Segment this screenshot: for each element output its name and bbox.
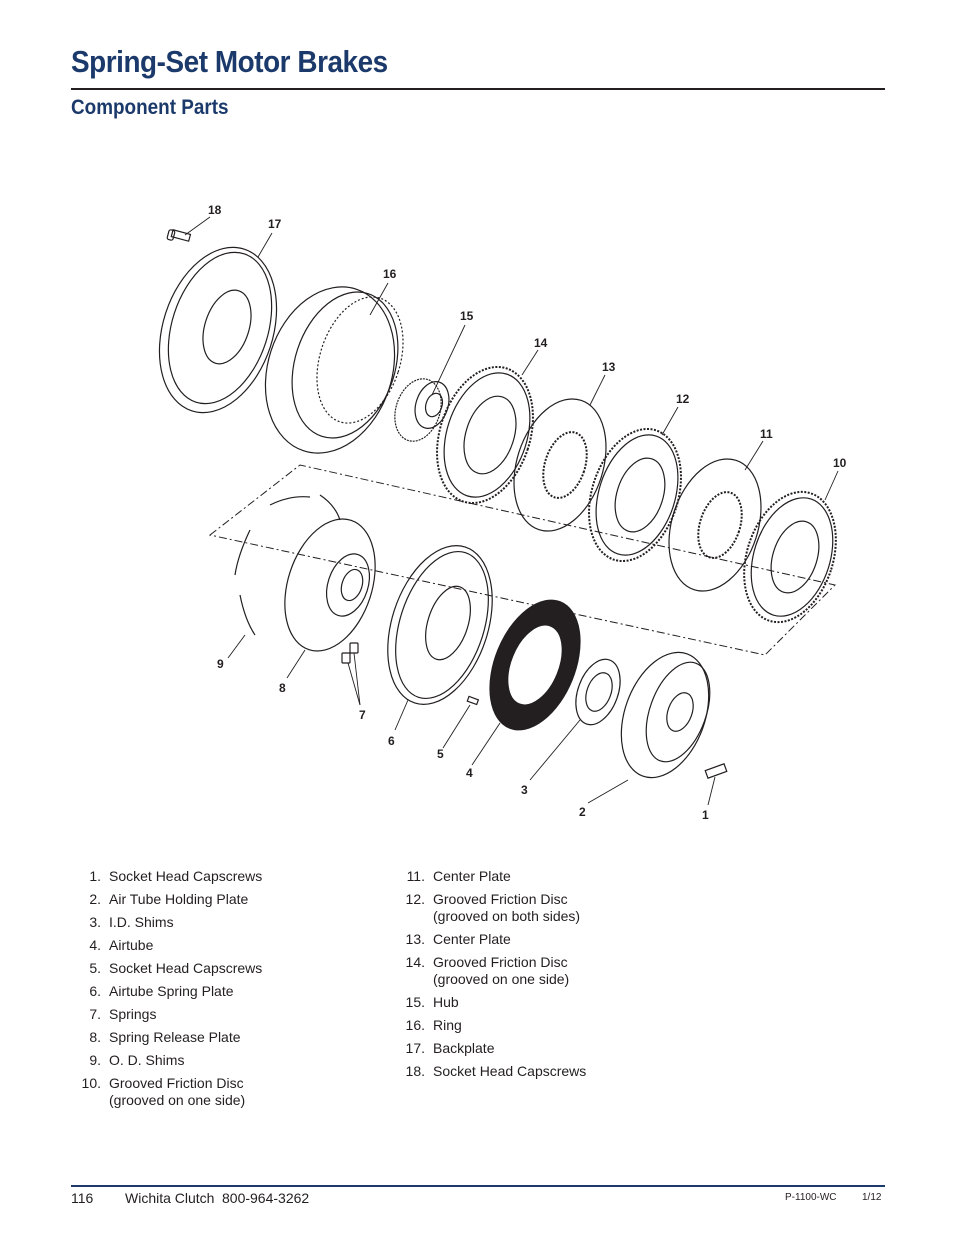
legend-item: 6.Airtube Spring Plate: [89, 983, 234, 999]
callout-1: 1: [702, 808, 709, 822]
document-date: 1/12: [862, 1192, 882, 1203]
callout-3: 3: [521, 783, 528, 797]
callout-8: 8: [279, 681, 286, 695]
callout-5: 5: [437, 747, 444, 761]
parts-legend-left: 1.Socket Head Capscrews 2.Air Tube Holdi…: [71, 868, 349, 1115]
parts-legend-right: 11.Center Plate 12.Grooved Friction Disc…: [395, 868, 673, 1086]
part-5-capscrew: [466, 695, 480, 706]
part-13-center-plate: [513, 398, 607, 532]
legend-item: 12.Grooved Friction Disc (grooved on bot…: [405, 891, 581, 924]
callout-6: 6: [388, 734, 395, 748]
callout-17: 17: [268, 217, 282, 231]
part-7-springs: [341, 642, 359, 664]
callout-11: 11: [760, 427, 773, 441]
footer-rule: [71, 1185, 885, 1187]
part-9-od-shims: [234, 494, 341, 636]
legend-item: 5.Socket Head Capscrews: [89, 960, 263, 976]
page-number: 116: [71, 1190, 94, 1206]
callout-9: 9: [217, 657, 224, 671]
callout-12: 12: [676, 392, 690, 406]
legend-item: 4.Airtube: [89, 937, 154, 953]
exploded-parts-diagram: 18 17 16 15 14 13 12 11 10 9 8 7 6 5 4 3…: [158, 203, 847, 822]
callout-labels: 18 17 16 15 14 13 12 11 10 9 8 7 6 5 4 3…: [208, 203, 847, 822]
callout-15: 15: [460, 309, 474, 323]
part-10-friction-disc: [743, 490, 837, 624]
header-rule: [71, 88, 885, 90]
part-3-id-shims: [575, 658, 621, 726]
part-18-capscrew: [166, 229, 192, 242]
part-6-airtube-spring-plate: [387, 545, 493, 705]
callout-18: 18: [208, 203, 222, 217]
legend-item: 16.Ring: [405, 1017, 462, 1033]
callout-16: 16: [383, 267, 397, 281]
part-1-capscrew: [704, 763, 728, 779]
legend-item: 8.Spring Release Plate: [89, 1029, 241, 1045]
callout-14: 14: [534, 336, 548, 350]
callout-4: 4: [466, 766, 473, 780]
legend-item: 13.Center Plate: [405, 931, 511, 947]
company-phone: 800-964-3262: [222, 1190, 310, 1206]
legend-item: 11.Center Plate: [406, 868, 511, 884]
legend-item: 14.Grooved Friction Disc (grooved on one…: [405, 954, 570, 987]
part-11-center-plate: [668, 458, 762, 592]
callout-10: 10: [833, 456, 847, 470]
legend-item: 7.Springs: [89, 1006, 157, 1022]
legend-item: 18.Socket Head Capscrews: [405, 1063, 587, 1079]
legend-item: 3.I.D. Shims: [89, 914, 174, 930]
leader-lines: [184, 216, 839, 806]
company-name: Wichita Clutch: [125, 1190, 215, 1206]
legend-item: 2.Air Tube Holding Plate: [89, 891, 249, 907]
part-16-ring: [264, 286, 404, 454]
part-8-spring-release-plate: [284, 518, 376, 652]
legend-item: 1.Socket Head Capscrews: [89, 868, 263, 884]
part-4-airtube: [489, 599, 581, 731]
callout-13: 13: [602, 360, 616, 374]
document-code: P-1100-WC: [785, 1192, 837, 1203]
page-title: Spring-Set Motor Brakes: [71, 44, 388, 79]
legend-item: 17.Backplate: [405, 1040, 495, 1056]
part-15-hub: [394, 378, 450, 442]
part-14-friction-disc: [436, 365, 534, 505]
part-2-air-tube-holding-plate: [620, 651, 711, 779]
callout-7: 7: [359, 708, 366, 722]
legend-item: 9.O. D. Shims: [89, 1052, 185, 1068]
part-17-backplate: [158, 246, 278, 414]
legend-item: 10.Grooved Friction Disc (grooved on one…: [81, 1075, 246, 1108]
assembly-boundary: [208, 464, 836, 656]
callout-2: 2: [579, 805, 586, 819]
legend-item: 15.Hub: [405, 994, 459, 1010]
section-subtitle: Component Parts: [71, 96, 229, 119]
